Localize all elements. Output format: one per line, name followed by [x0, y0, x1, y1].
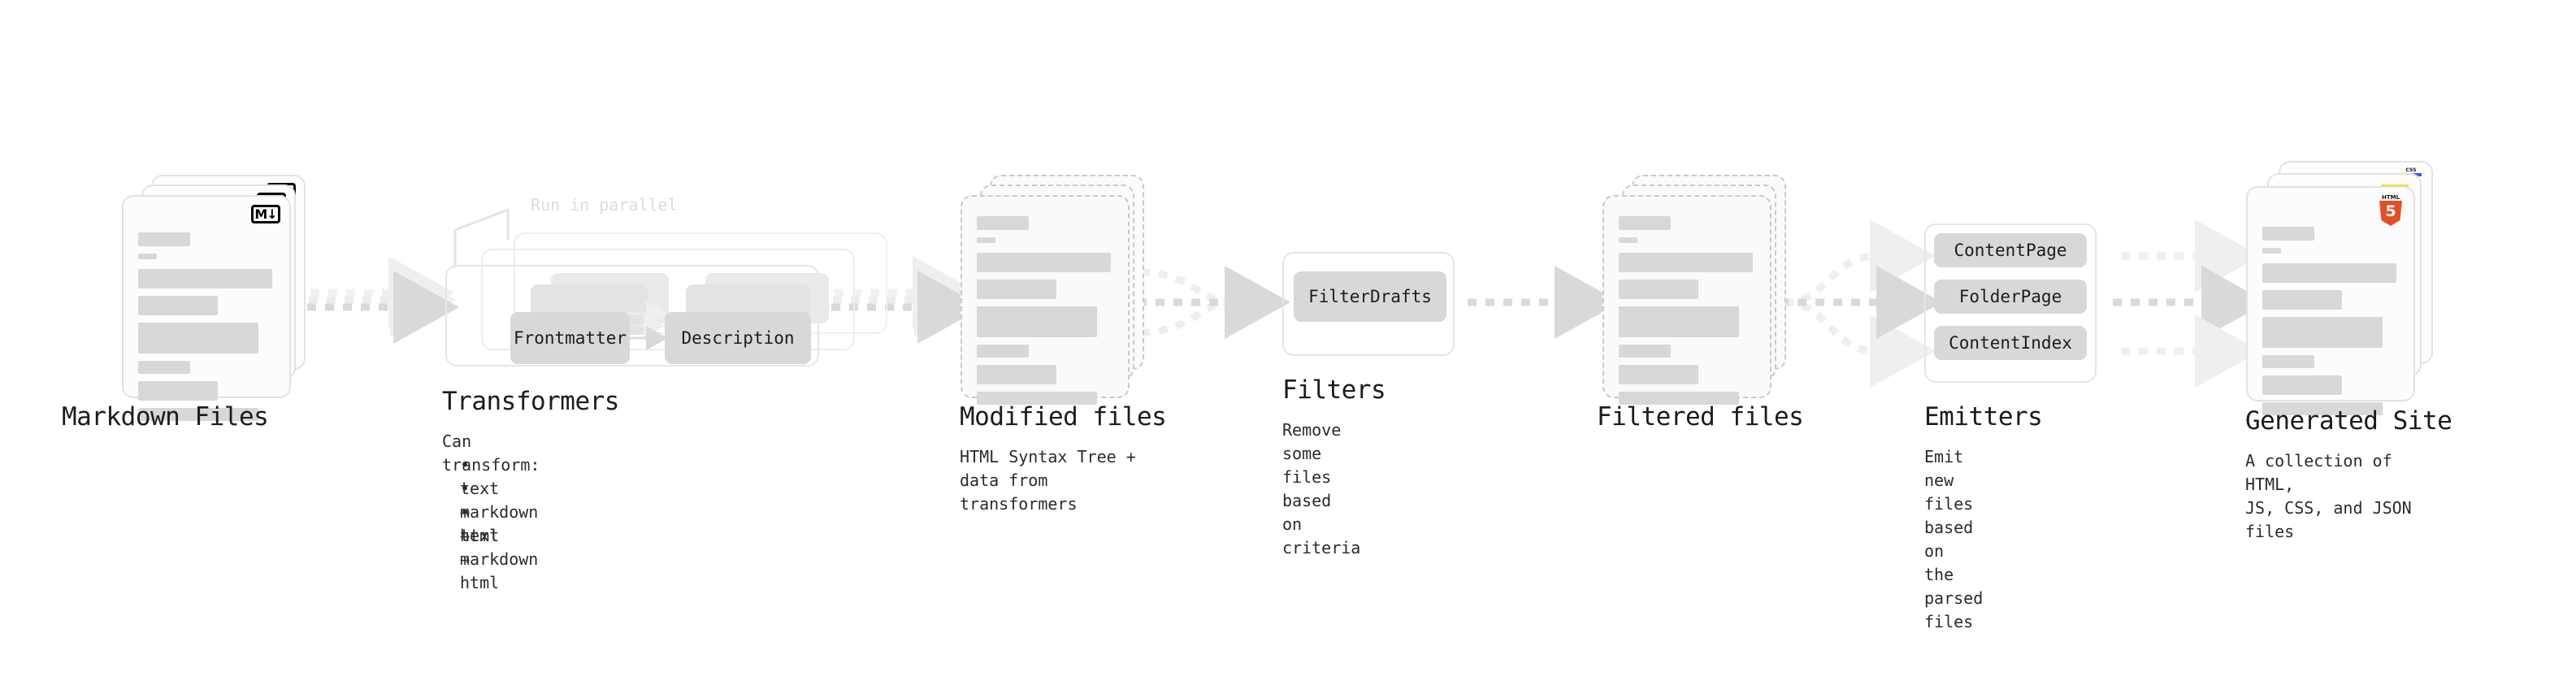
stage-subtitle-filters: Remove some files based on criteria: [1282, 420, 1361, 557]
transformer-bullet-2: • markdown → markdown: [460, 479, 539, 569]
transformer-bullet-3: • html → html: [460, 502, 500, 592]
stage-subtitle-generated-site: A collection of HTML, JS, CSS, and JSON …: [2245, 451, 2412, 541]
emitter-chip-contentindex[interactable]: ContentIndex: [1934, 326, 2087, 360]
markdown-doc-front[interactable]: M↓: [122, 195, 291, 421]
connector-markdown-to-transformers: [307, 256, 459, 344]
stage-title-markdown-files: Markdown Files: [62, 402, 269, 432]
html5-icon-label: HTML: [2381, 194, 2400, 201]
stage-modified-files: Modified files HTML Syntax Tree + data f…: [960, 175, 1167, 514]
stage-subtitle-modified-files: HTML Syntax Tree + data from transformer…: [960, 447, 1136, 514]
stage-title-modified-files: Modified files: [960, 402, 1167, 432]
connector-emitters-to-site: [2113, 219, 2267, 388]
emitter-chip-contentpage[interactable]: ContentPage: [1934, 233, 2087, 267]
filtered-doc-front[interactable]: [1602, 195, 1772, 405]
stage-title-transformers: Transformers: [442, 387, 619, 416]
connector-modified-to-filters: [1138, 266, 1290, 339]
stage-filtered-files: Filtered files: [1597, 175, 1804, 432]
stage-title-emitters: Emitters: [1924, 402, 2043, 432]
stage-markdown-files: M↓ M↓ M↓ Markdown Files: [62, 175, 309, 432]
emitter-chip-folderpage[interactable]: FolderPage: [1934, 280, 2087, 314]
filtered-doc-content: [1619, 216, 1755, 412]
stage-title-filtered-files: Filtered files: [1597, 402, 1804, 432]
html5-icon: HTML 5: [2378, 194, 2404, 227]
stage-generated-site: CSS HTML 5: [2245, 161, 2452, 541]
generated-document-stack[interactable]: CSS HTML 5: [2246, 161, 2433, 415]
markdown-document-stack[interactable]: M↓ M↓ M↓: [122, 175, 309, 421]
css-icon-label: CSS: [2405, 167, 2417, 173]
generated-doc-content: [2262, 227, 2399, 423]
modified-doc-front[interactable]: [961, 195, 1130, 405]
run-in-parallel-label: Run in parallel: [531, 195, 678, 215]
modified-doc-content: [977, 216, 1113, 412]
markdown-icon: M↓: [251, 205, 280, 223]
filters-group-box[interactable]: [1282, 252, 1455, 356]
connector-filtered-to-emitters: [1780, 219, 1942, 388]
stage-title-generated-site: Generated Site: [2245, 406, 2452, 436]
stage-subtitle-emitters: Emit new files based on the parsed files: [1924, 447, 1984, 631]
emitters-group-box[interactable]: [1924, 223, 2097, 383]
modified-document-stack[interactable]: [961, 175, 1147, 410]
transformer-chip-frontmatter[interactable]: Frontmatter: [510, 312, 630, 364]
html5-icon-shield: 5: [2379, 201, 2402, 226]
stage-subtitle-transformers: Can transform:: [442, 432, 540, 475]
generated-doc-html[interactable]: HTML 5: [2246, 186, 2415, 415]
transformer-bullet-1: • text → text: [460, 455, 500, 545]
transformer-chip-description[interactable]: Description: [665, 312, 811, 364]
filter-chip-filterdrafts[interactable]: FilterDrafts: [1294, 271, 1446, 322]
filtered-document-stack[interactable]: [1602, 175, 1789, 410]
stage-title-filters: Filters: [1282, 375, 1386, 405]
markdown-doc-content: [138, 232, 275, 428]
